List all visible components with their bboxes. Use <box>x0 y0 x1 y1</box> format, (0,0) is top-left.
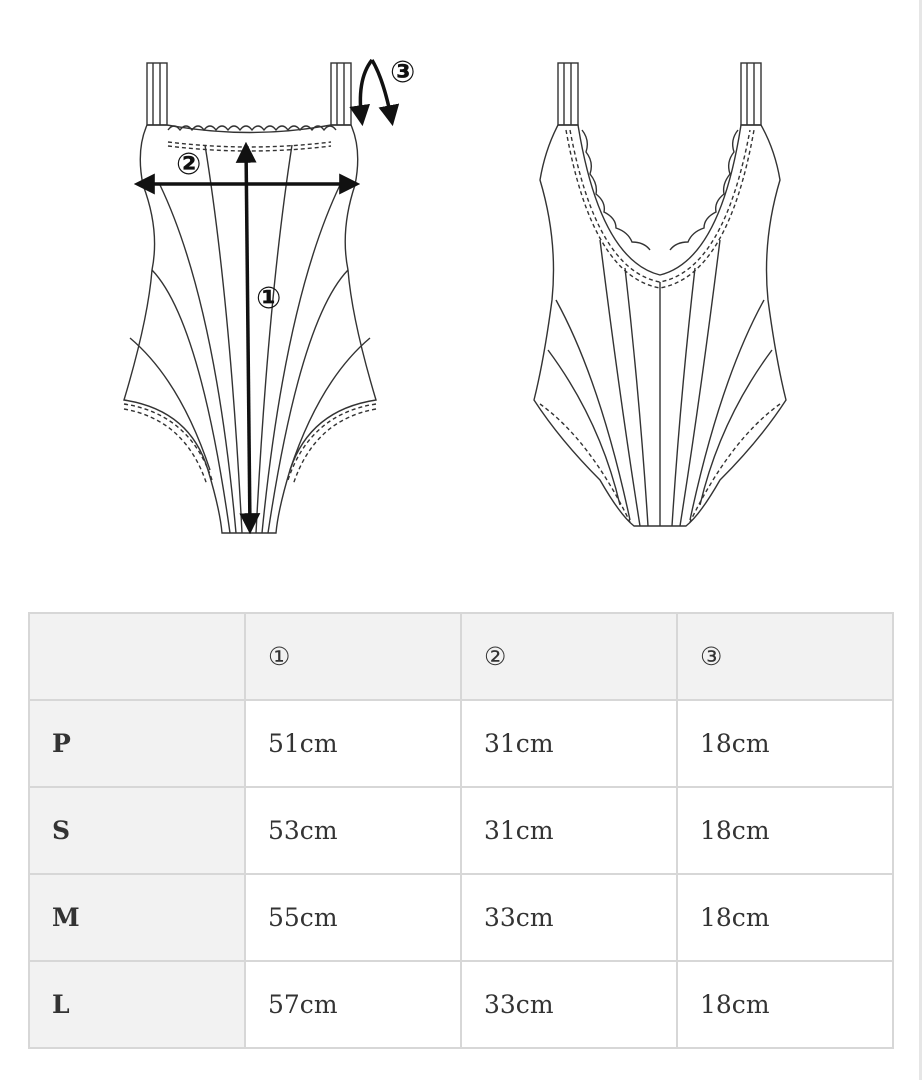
table-cell: 33cm <box>460 960 678 1049</box>
marker-length: ① <box>256 281 282 316</box>
front-right-strap <box>330 62 352 126</box>
table-row: P 51cm 31cm 18cm <box>28 699 894 788</box>
front-ruffle <box>167 125 337 132</box>
table-header-strap: ③ <box>676 612 894 701</box>
back-ruffle-left <box>581 129 651 251</box>
back-view <box>533 62 787 527</box>
size-label: M <box>28 873 246 962</box>
garment-svg <box>123 58 787 535</box>
table-cell: 31cm <box>460 699 678 788</box>
length-arrow <box>235 141 261 535</box>
back-right-strap <box>740 62 762 126</box>
table-row: S 53cm 31cm 18cm <box>28 786 894 875</box>
size-label: L <box>28 960 246 1049</box>
table-cell: 55cm <box>244 873 462 962</box>
table-cell: 18cm <box>676 873 894 962</box>
table-row: M 55cm 33cm 18cm <box>28 873 894 962</box>
strap-arrow-left <box>349 58 374 127</box>
garment-diagrams: ① ② ③ <box>123 55 787 535</box>
size-table: ① ② ③ P 51cm 31cm 18cm S 53cm 31cm 18cm … <box>28 612 894 1049</box>
table-row: L 57cm 33cm 18cm <box>28 960 894 1049</box>
marker-width: ② <box>176 147 202 182</box>
table-cell: 51cm <box>244 699 462 788</box>
front-left-strap <box>146 62 168 126</box>
table-cell: 18cm <box>676 786 894 875</box>
table-cell: 18cm <box>676 960 894 1049</box>
table-header-corner <box>28 612 246 701</box>
back-left-strap <box>557 62 579 126</box>
table-cell: 53cm <box>244 786 462 875</box>
table-header-row: ① ② ③ <box>28 612 894 701</box>
back-body-outline <box>533 124 787 527</box>
measurement-arrows <box>133 58 400 535</box>
strap-arrow-right <box>370 59 400 127</box>
table-cell: 31cm <box>460 786 678 875</box>
size-label: P <box>28 699 246 788</box>
table-cell: 57cm <box>244 960 462 1049</box>
table-header-width: ② <box>460 612 678 701</box>
size-label: S <box>28 786 246 875</box>
table-cell: 33cm <box>460 873 678 962</box>
marker-strap: ③ <box>390 55 416 90</box>
page-edge <box>919 0 922 1080</box>
front-body-outline <box>123 124 377 534</box>
table-header-length: ① <box>244 612 462 701</box>
table-cell: 18cm <box>676 699 894 788</box>
